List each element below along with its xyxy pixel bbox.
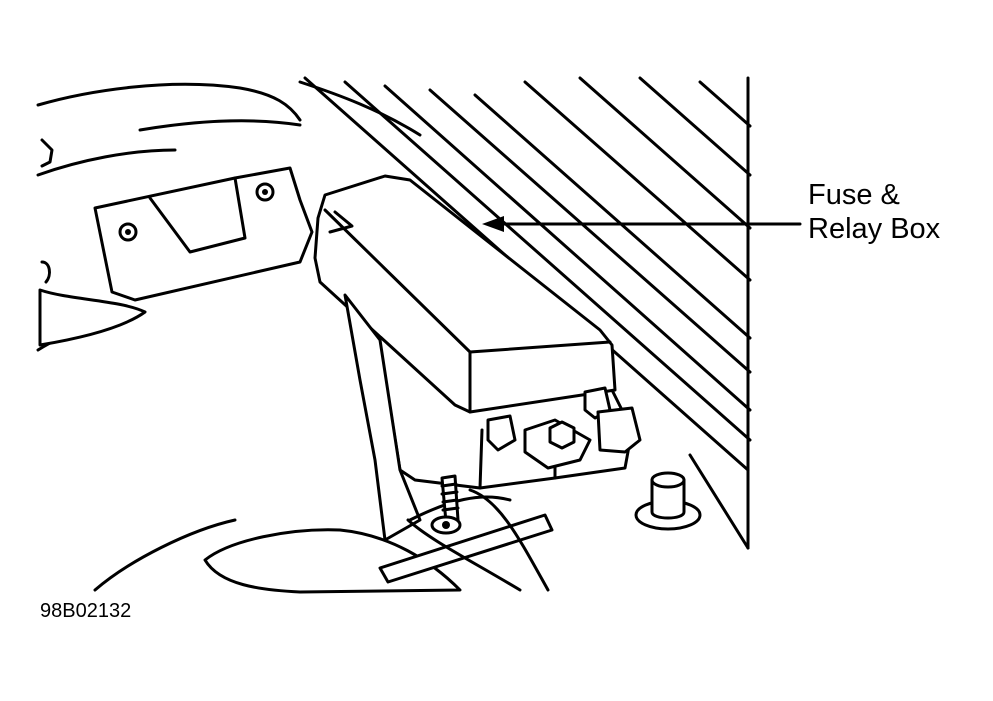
callout-label: Fuse & Relay Box xyxy=(808,178,940,246)
mounting-bracket xyxy=(93,166,314,302)
callout-line-1: Fuse & xyxy=(808,179,900,211)
ground-bolt xyxy=(430,474,462,535)
callout-arrow xyxy=(482,216,802,232)
figure-id: 98B02132 xyxy=(40,600,132,622)
box-support xyxy=(343,293,422,542)
callout-line-2: Relay Box xyxy=(808,213,941,245)
left-bolts xyxy=(38,138,147,347)
cylinder-bolt xyxy=(634,471,702,531)
wire-harness xyxy=(93,488,554,594)
fuse-relay-box xyxy=(313,174,642,490)
